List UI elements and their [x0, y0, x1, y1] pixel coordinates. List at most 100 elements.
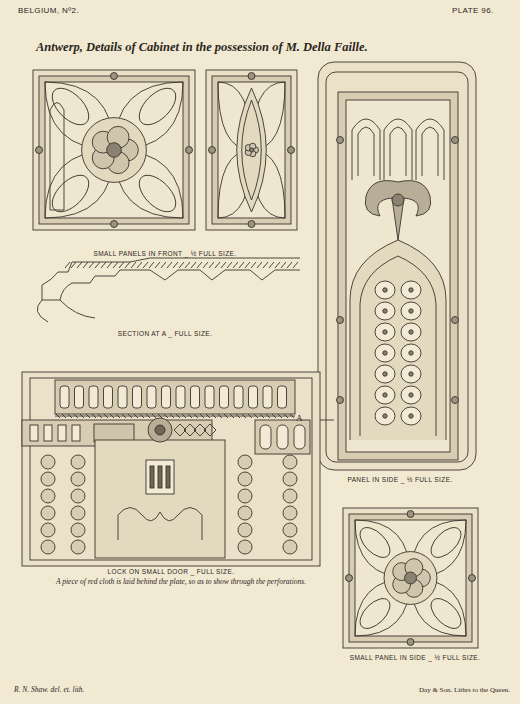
tracery-line: [266, 414, 270, 418]
tracery-line: [80, 414, 84, 418]
tracery-line: [185, 262, 190, 268]
tracery-line: [173, 262, 178, 268]
quatrefoil: [375, 386, 395, 404]
tracery-line: [60, 270, 300, 300]
tracery-circle: [238, 472, 252, 486]
quatrefoil: [375, 323, 395, 341]
tracery-line: [197, 262, 202, 268]
mouchette: [46, 169, 95, 218]
tracery-circle: [407, 511, 414, 518]
tracery-circle: [383, 288, 387, 292]
tracery-circle: [288, 147, 295, 154]
tracery-circle: [337, 397, 344, 404]
tracery-circle: [238, 540, 252, 554]
tracery-circle: [248, 221, 255, 228]
tracery-line: [242, 100, 262, 200]
tracery-line: [149, 262, 154, 268]
tracery-line: [167, 262, 172, 268]
tracery-line: [119, 262, 124, 268]
tracery-line: [146, 414, 150, 418]
tracery-line: [50, 103, 64, 211]
quatrefoil: [375, 302, 395, 320]
tracery-circle: [71, 489, 85, 503]
tracery-line: [200, 414, 204, 418]
tracery-line: [245, 262, 250, 268]
frame-line: [346, 100, 450, 452]
tracery-circle: [452, 317, 459, 324]
tracery-line: [128, 414, 132, 418]
tracery-circle: [409, 393, 413, 397]
tracery-line: [290, 414, 294, 418]
tracery-line: [137, 262, 142, 268]
tracery-line: [293, 262, 298, 268]
tracery-line: [242, 414, 246, 418]
tracery-circle: [283, 489, 297, 503]
frame-line: [263, 386, 272, 408]
tracery-circle: [41, 540, 55, 554]
quatrefoil: [375, 365, 395, 383]
figure-caption: PANEL IN SIDE _ ½ FULL SIZE.: [320, 476, 480, 483]
frame-line: [30, 425, 38, 441]
tracery-line: [263, 262, 268, 268]
frame-line: [191, 386, 200, 408]
tracery-circle: [383, 414, 387, 418]
tracery-line: [284, 414, 288, 418]
tracery-line: [161, 262, 166, 268]
tracery-line: [352, 119, 380, 180]
frame-line: [220, 386, 229, 408]
mouchette: [133, 82, 182, 131]
frame-line: [95, 440, 225, 558]
plate-series: BELGIUM, Nº2.: [18, 6, 79, 15]
tracery-circle: [383, 330, 387, 334]
tracery-line: [92, 414, 96, 418]
tracery-circle: [383, 309, 387, 313]
tracery-circle: [405, 572, 417, 584]
carved-panel: [206, 70, 297, 230]
tracery-line: [55, 416, 295, 417]
tracery-circle: [452, 137, 459, 144]
tracery-line: [74, 414, 78, 418]
tracery-line: [237, 88, 267, 212]
quatrefoil: [401, 323, 421, 341]
carved-panel: [343, 508, 478, 648]
tracery-line: [179, 262, 184, 268]
tracery-circle: [71, 472, 85, 486]
tracery-line: [125, 262, 130, 268]
tracery-line: [110, 414, 114, 418]
tracery-line: [42, 258, 300, 300]
tracery-circle: [155, 425, 165, 435]
tracery-line: [140, 414, 144, 418]
tracery-line: [272, 414, 276, 418]
tracery-circle: [383, 393, 387, 397]
tracery-line: [122, 414, 126, 418]
tracery-circle: [392, 194, 404, 206]
quatrefoil: [401, 407, 421, 425]
tracery-line: [218, 414, 222, 418]
tracery-circle: [71, 506, 85, 520]
tracery-line: [230, 414, 234, 418]
tracery-line: [194, 414, 198, 418]
tracery-line: [98, 414, 102, 418]
frame-line: [94, 424, 134, 442]
tracery-circle: [346, 575, 353, 582]
tracery-circle: [36, 147, 43, 154]
frame-line: [133, 386, 142, 408]
plate-title: Antwerp, Details of Cabinet in the posse…: [36, 40, 368, 54]
tracery-line: [62, 414, 66, 418]
lock-plate: [22, 372, 320, 566]
tracery-line: [101, 262, 106, 268]
frame-line: [326, 72, 468, 462]
tracery-line: [65, 262, 70, 268]
frame-line: [30, 378, 312, 560]
frame-line: [118, 386, 127, 408]
figure-caption: SECTION AT A _ FULL SIZE.: [20, 330, 310, 337]
tracery-circle: [41, 506, 55, 520]
tracery-circle: [148, 418, 172, 442]
tracery-line: [152, 414, 156, 418]
tracery-circle: [248, 73, 255, 80]
tracery-circle: [337, 317, 344, 324]
tracery-line: [89, 262, 94, 268]
frame-line: [150, 466, 154, 488]
frame-line: [162, 386, 171, 408]
